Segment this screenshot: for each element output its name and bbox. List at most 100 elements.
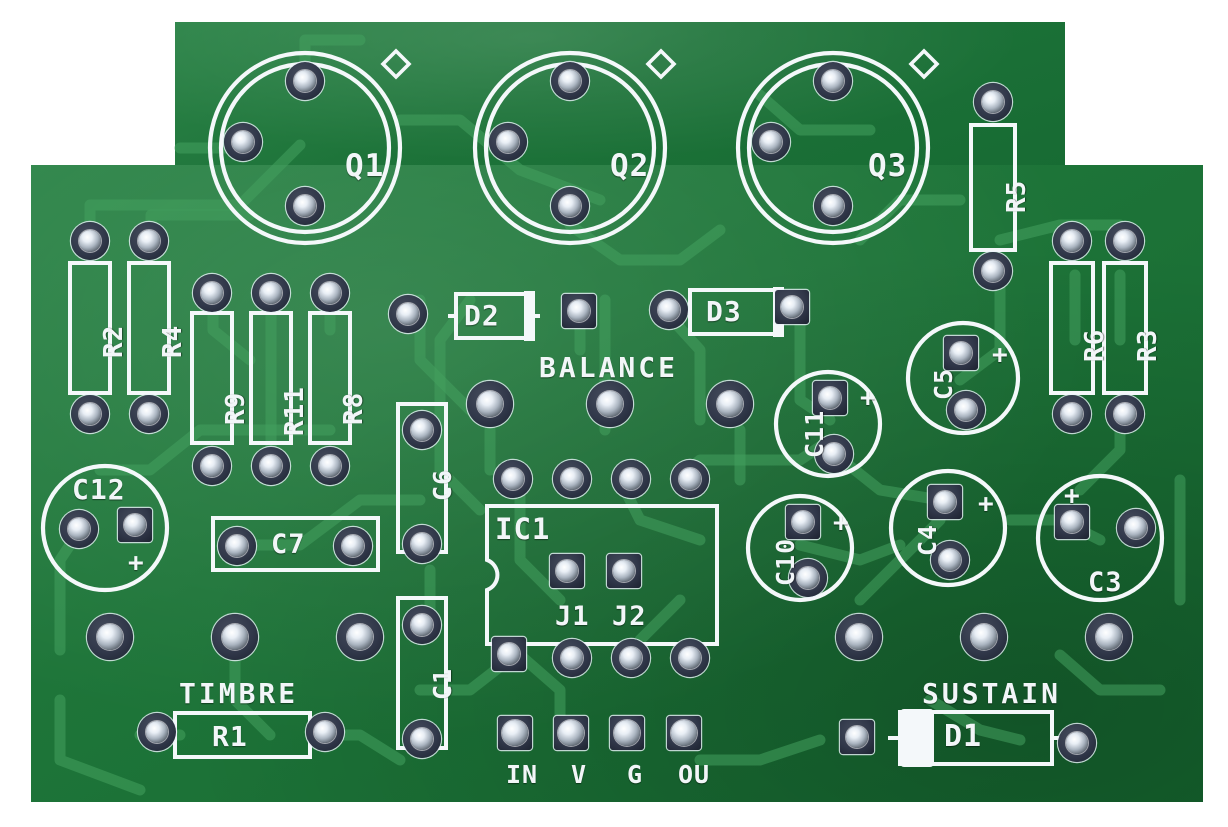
pad-d2-anode[interactable] (389, 295, 427, 333)
pad-sustain-1[interactable] (836, 614, 882, 660)
pad-r1-b[interactable] (306, 713, 344, 751)
ref-c6: C6 (428, 468, 457, 501)
pad-ic1-6[interactable] (612, 460, 650, 498)
pad-ic1-1[interactable] (492, 637, 526, 671)
ref-q3: Q3 (868, 148, 908, 184)
pad-c12-plus[interactable] (118, 508, 152, 542)
pad-c4-plus[interactable] (928, 485, 962, 519)
pad-r4-b[interactable] (130, 395, 168, 433)
pcb-substrate-upper (175, 22, 1065, 172)
pad-j2[interactable] (607, 554, 641, 588)
pad-ic1-7[interactable] (553, 460, 591, 498)
pad-q2-2[interactable] (489, 123, 527, 161)
pad-r3-a[interactable] (1106, 222, 1144, 260)
ref-j1: J1 (555, 601, 590, 632)
pad-r5-b[interactable] (974, 252, 1012, 290)
pad-d3-anode[interactable] (650, 291, 688, 329)
pad-r9-a[interactable] (193, 274, 231, 312)
pad-c3-minus[interactable] (1117, 509, 1155, 547)
pad-c4-minus[interactable] (931, 541, 969, 579)
ref-r5: R5 (1002, 179, 1032, 213)
pad-c11-plus[interactable] (813, 381, 847, 415)
pad-c10-plus[interactable] (786, 505, 820, 539)
pad-timbre-1[interactable] (87, 614, 133, 660)
pad-j1[interactable] (550, 554, 584, 588)
ref-c10: C10 (771, 537, 800, 586)
pad-d2-cathode[interactable] (562, 294, 596, 328)
pad-r5-a[interactable] (974, 83, 1012, 121)
pad-r6-a[interactable] (1053, 222, 1091, 260)
pad-c7-a[interactable] (218, 527, 256, 565)
label-balance: BALANCE (539, 351, 679, 384)
pad-r8-a[interactable] (311, 274, 349, 312)
pad-c11-minus[interactable] (815, 435, 853, 473)
polarity-mark-c10: + (833, 508, 850, 538)
ref-d2: D2 (464, 299, 500, 332)
pad-c5-plus[interactable] (944, 336, 978, 370)
pad-balance-2[interactable] (587, 381, 633, 427)
ref-r6: R6 (1080, 328, 1110, 362)
pad-timbre-3[interactable] (337, 614, 383, 660)
pad-q3-2[interactable] (752, 123, 790, 161)
pad-c7-b[interactable] (334, 527, 372, 565)
pad-ic1-8[interactable] (494, 460, 532, 498)
pad-connector-in[interactable] (498, 716, 532, 750)
pad-r2-b[interactable] (71, 395, 109, 433)
ref-c11: C11 (800, 409, 829, 458)
pad-r1-a[interactable] (138, 713, 176, 751)
ref-c5: C5 (929, 367, 958, 400)
pad-q1-3[interactable] (286, 187, 324, 225)
pad-balance-1[interactable] (467, 381, 513, 427)
label-connector-in: IN (506, 760, 539, 789)
pad-r11-b[interactable] (252, 447, 290, 485)
pad-c1-b[interactable] (403, 720, 441, 758)
pad-r3-b[interactable] (1106, 395, 1144, 433)
pad-q2-1[interactable] (551, 62, 589, 100)
pad-connector-ou[interactable] (667, 716, 701, 750)
ref-d3: D3 (706, 295, 742, 328)
pad-r6-b[interactable] (1053, 395, 1091, 433)
ref-q1: Q1 (345, 148, 385, 184)
pad-c12-minus[interactable] (60, 510, 98, 548)
pad-q3-3[interactable] (814, 187, 852, 225)
pad-ic1-3[interactable] (612, 639, 650, 677)
polarity-mark-c5: + (992, 340, 1009, 370)
pad-r2-a[interactable] (71, 222, 109, 260)
pad-c6-b[interactable] (403, 525, 441, 563)
pad-q1-1[interactable] (286, 62, 324, 100)
pad-c3-plus[interactable] (1055, 505, 1089, 539)
pad-r8-b[interactable] (311, 447, 349, 485)
pad-ic1-2[interactable] (553, 639, 591, 677)
pad-connector-g[interactable] (610, 716, 644, 750)
pad-q1-2[interactable] (224, 123, 262, 161)
ref-c1: C1 (428, 667, 457, 700)
pad-d3-cathode[interactable] (775, 290, 809, 324)
pad-c5-minus[interactable] (947, 391, 985, 429)
pad-ic1-5[interactable] (671, 460, 709, 498)
polarity-mark-c11: + (860, 383, 877, 413)
pad-connector-v[interactable] (554, 716, 588, 750)
pad-q2-3[interactable] (551, 187, 589, 225)
ref-ic1: IC1 (495, 512, 551, 546)
pad-c10-minus[interactable] (789, 559, 827, 597)
ref-c4: C4 (913, 523, 942, 556)
ref-r8: R8 (339, 391, 369, 425)
pad-c1-a[interactable] (403, 606, 441, 644)
pad-c6-a[interactable] (403, 411, 441, 449)
pad-sustain-3[interactable] (1086, 614, 1132, 660)
pad-q3-1[interactable] (814, 62, 852, 100)
pad-r9-b[interactable] (193, 447, 231, 485)
ref-r9: R9 (221, 391, 251, 425)
pad-r11-a[interactable] (252, 274, 290, 312)
pad-balance-3[interactable] (707, 381, 753, 427)
pad-sustain-2[interactable] (961, 614, 1007, 660)
polarity-mark-c12: + (128, 548, 145, 578)
pad-d1-anode[interactable] (1058, 724, 1096, 762)
pad-r4-a[interactable] (130, 222, 168, 260)
pad-d1-cathode[interactable] (840, 720, 874, 754)
label-connector-ou: OU (678, 760, 711, 789)
pad-ic1-4[interactable] (671, 639, 709, 677)
ref-r4: R4 (158, 324, 188, 358)
pad-timbre-2[interactable] (212, 614, 258, 660)
